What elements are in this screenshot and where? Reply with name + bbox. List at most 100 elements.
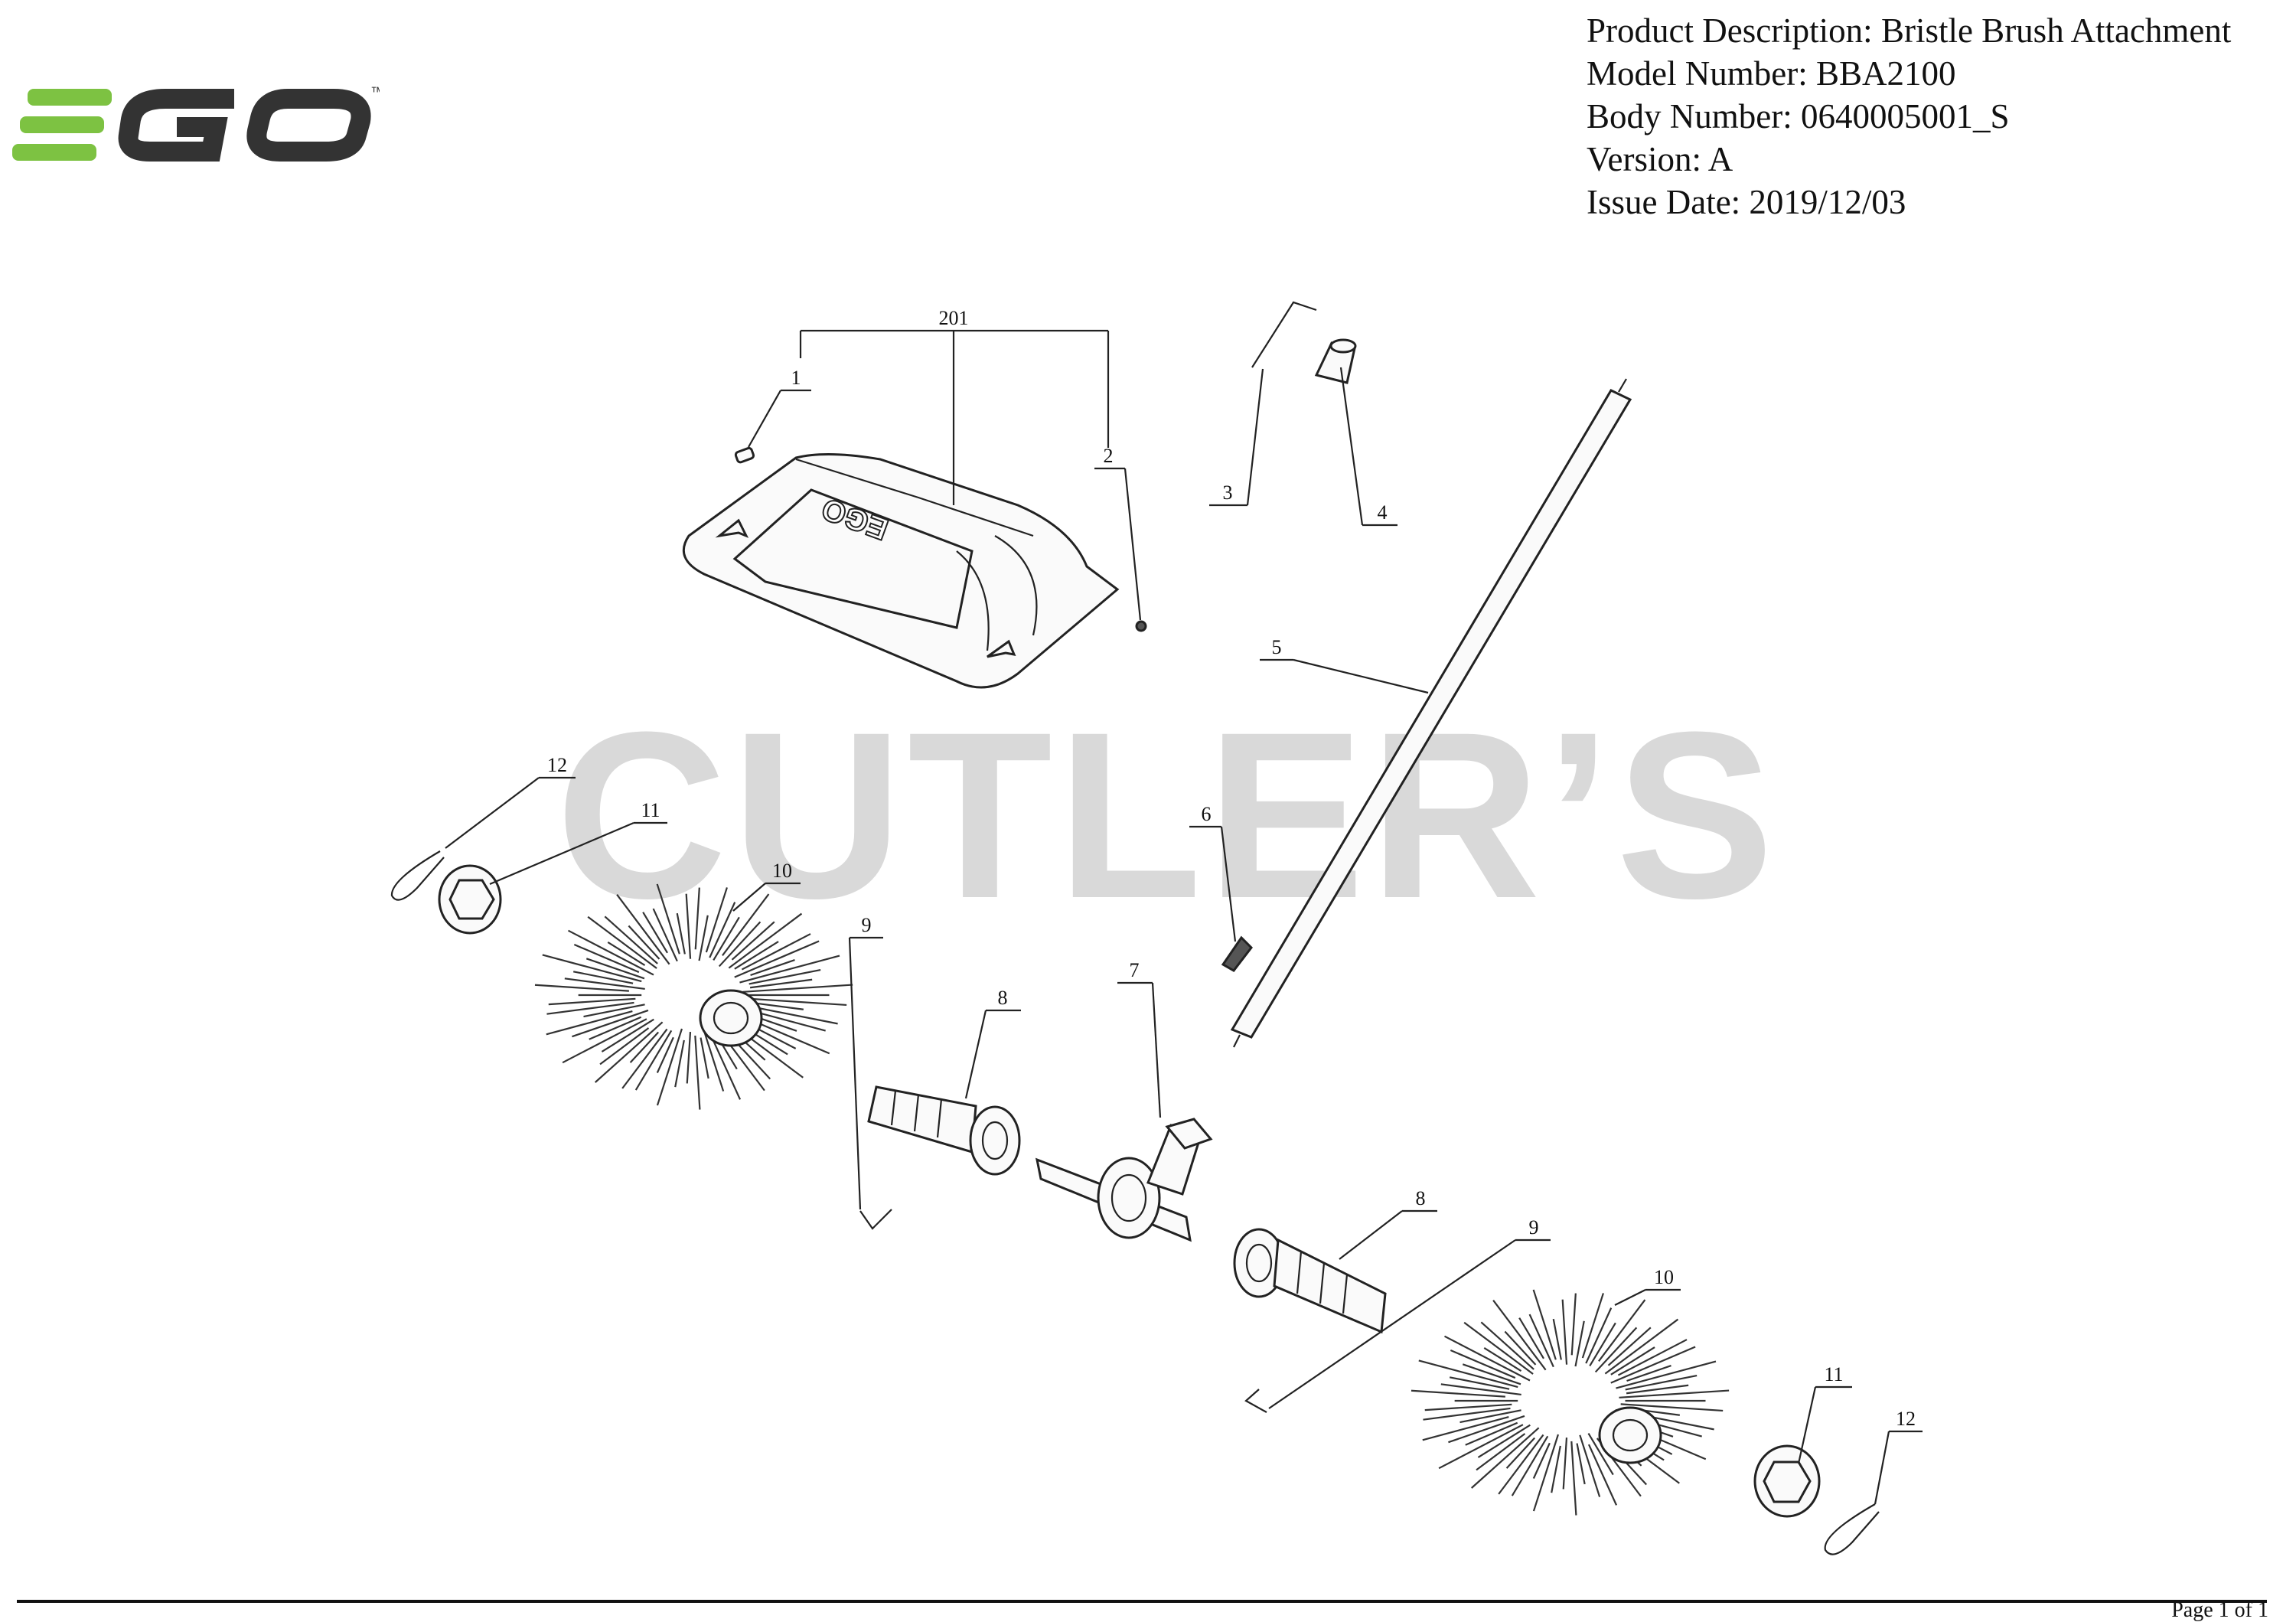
bristle	[1424, 1403, 1512, 1411]
bristle	[1532, 1434, 1559, 1512]
bristle	[564, 977, 645, 990]
callout-9-right: 9	[1529, 1216, 1539, 1239]
product-description: Product Description: Bristle Brush Attac…	[1587, 11, 2232, 50]
bristle	[1620, 1403, 1724, 1412]
bristle	[1589, 1322, 1616, 1367]
body-number: Body Number: 0640005001_S	[1587, 97, 2010, 135]
trademark-symbol: ™	[370, 84, 380, 100]
callout-9-left: 9	[862, 914, 872, 936]
bristle	[1449, 1376, 1510, 1390]
bristle	[1462, 1363, 1521, 1385]
bristle	[1626, 1384, 1689, 1395]
bristle	[739, 955, 840, 984]
callout-1: 1	[791, 367, 801, 389]
bristle	[1423, 1407, 1511, 1421]
bristle	[694, 1035, 701, 1110]
bristle	[1505, 1437, 1536, 1469]
page-number: Page 1 of 1	[2171, 1598, 2268, 1622]
part-8-axle-sleeve-left	[867, 1085, 1021, 1176]
bristle	[642, 912, 668, 954]
bristle	[1604, 1318, 1679, 1375]
bristle	[542, 954, 642, 983]
bristle	[731, 921, 775, 961]
bristle	[567, 929, 654, 976]
bristle	[1498, 1434, 1544, 1495]
part-10-bristle-brush-left	[534, 883, 853, 1110]
bristle	[713, 916, 740, 961]
bristle	[1561, 1299, 1568, 1365]
bristle	[1532, 1289, 1557, 1360]
bristle	[621, 1028, 668, 1089]
watermark: CUTLER’S	[556, 697, 1774, 948]
callout-8-left: 8	[998, 987, 1008, 1009]
bristle	[1587, 1432, 1614, 1476]
bristle	[1626, 1365, 1671, 1382]
part-6-clip	[1221, 935, 1253, 972]
bristle	[604, 915, 658, 964]
bristle	[698, 915, 709, 961]
ego-logo-e-mark	[12, 89, 112, 161]
version: Version: A	[1587, 140, 1733, 178]
bristle	[634, 1030, 673, 1091]
part-12-hair-pin-left	[390, 850, 445, 901]
bristle	[629, 1031, 660, 1063]
callout-10-left: 10	[772, 860, 792, 882]
bristle	[718, 921, 762, 968]
bristle	[1610, 1346, 1696, 1384]
bristle	[1459, 1409, 1521, 1424]
bristle	[572, 971, 634, 984]
bristle	[1585, 1307, 1613, 1364]
bristle	[703, 1029, 725, 1092]
bristle	[599, 1027, 650, 1066]
bristle	[744, 997, 847, 1007]
bristle	[734, 941, 779, 970]
callout-labels: 201 1 2 3 4 5 6 7 8 8 9 9 10 10 11 11 12…	[547, 307, 1916, 1430]
bristle	[1551, 1445, 1561, 1493]
bristle	[1579, 1434, 1601, 1497]
bristle	[548, 997, 636, 1006]
callout-3: 3	[1223, 481, 1233, 504]
ego-logo-go-mark	[118, 89, 371, 162]
bristle	[722, 893, 770, 956]
bristle	[1470, 1427, 1540, 1489]
part-3-hex-key	[1251, 301, 1317, 368]
bristle	[562, 1018, 647, 1064]
bristle	[1518, 1317, 1544, 1359]
bristle	[1581, 1293, 1604, 1359]
bristle	[749, 978, 813, 989]
leader-lines	[445, 329, 1923, 1505]
bristle	[585, 958, 645, 980]
bristle	[676, 912, 686, 955]
bristle	[674, 1039, 685, 1088]
callout-11-right: 11	[1824, 1363, 1843, 1385]
callout-6: 6	[1202, 803, 1212, 825]
bristle	[656, 1028, 683, 1106]
bristle	[700, 1037, 709, 1079]
bristle	[755, 1002, 804, 1010]
bristle	[741, 933, 811, 971]
issue-date: Issue Date: 2019/12/03	[1587, 183, 1906, 221]
bristle	[1570, 1441, 1577, 1516]
bristle	[728, 912, 803, 969]
bristle	[1440, 1383, 1521, 1396]
part-12-hair-pin-right	[1824, 1503, 1880, 1555]
bristle	[594, 1021, 664, 1083]
bristle	[1422, 1416, 1509, 1441]
bristle	[656, 883, 680, 955]
bristle	[711, 1038, 742, 1100]
bristle	[1411, 1389, 1505, 1398]
bristle	[748, 968, 821, 985]
bristle	[589, 1016, 642, 1040]
bristle	[1463, 1321, 1534, 1375]
bristle	[1528, 1314, 1554, 1368]
bristle	[616, 894, 670, 965]
bristle	[652, 908, 678, 962]
footer-rule	[17, 1600, 2267, 1603]
bristle	[1619, 1389, 1730, 1398]
callout-7: 7	[1130, 959, 1140, 981]
ego-logo: ™	[12, 84, 380, 162]
bristle	[1483, 1346, 1522, 1372]
bristle	[1574, 1320, 1585, 1367]
part-8-axle-sleeve-right	[1233, 1228, 1387, 1334]
